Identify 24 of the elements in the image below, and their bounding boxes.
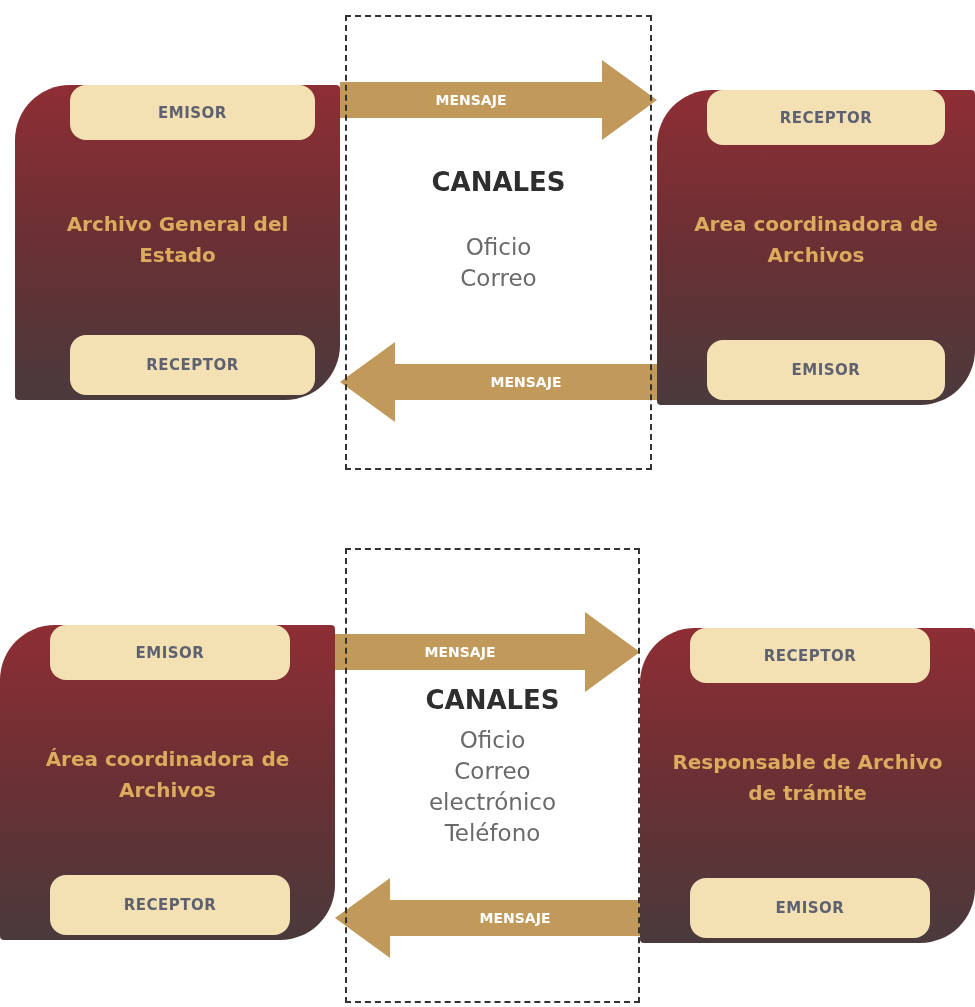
channels-heading: CANALES <box>431 167 566 197</box>
card <box>15 85 340 400</box>
arrow <box>340 342 657 422</box>
role-tag: EMISOR <box>50 625 290 680</box>
role-tag: RECEPTOR <box>70 335 315 395</box>
channels-list: Oficio Correo electrónico Teléfono <box>422 725 563 849</box>
entity-name: Responsable de Archivo de trámite <box>671 749 944 807</box>
role-tag: EMISOR <box>707 340 945 400</box>
card <box>640 628 975 943</box>
role-tag: RECEPTOR <box>690 628 930 683</box>
card <box>657 90 975 405</box>
card <box>0 625 335 940</box>
arrow <box>335 612 640 692</box>
entity-name: Área coordinadora de Archivos <box>44 746 291 804</box>
arrow <box>335 878 640 958</box>
entity-name: Archivo General del Estado <box>65 211 290 269</box>
channels-list: Oficio Correo <box>443 232 554 294</box>
role-tag: EMISOR <box>690 878 930 938</box>
role-tag: EMISOR <box>70 85 315 140</box>
arrow <box>340 60 657 140</box>
entity-name: Area coordinadora de Archivos <box>693 211 939 269</box>
channels-heading: CANALES <box>425 685 560 715</box>
role-tag: RECEPTOR <box>50 875 290 935</box>
role-tag: RECEPTOR <box>707 90 945 145</box>
